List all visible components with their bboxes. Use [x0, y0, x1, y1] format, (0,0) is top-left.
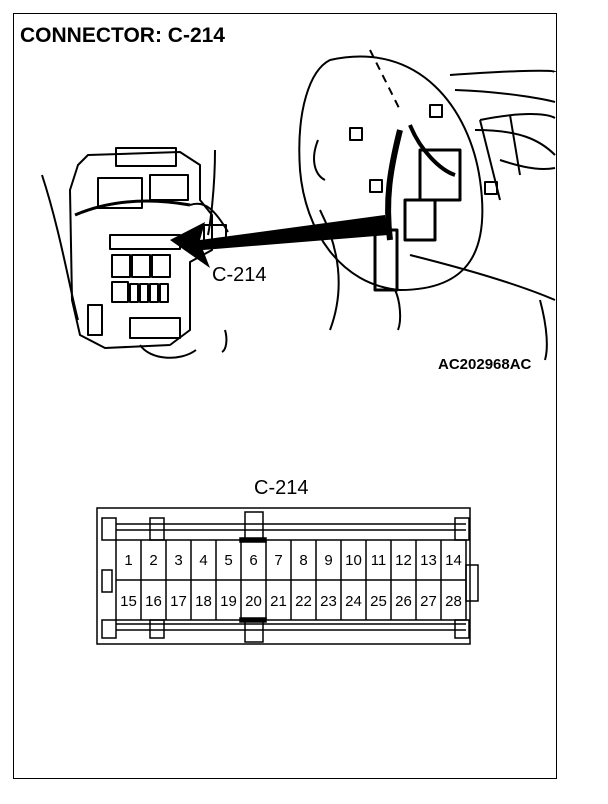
connector-pin: 20 — [245, 593, 262, 610]
connector-pin: 23 — [320, 593, 337, 610]
connector-pin: 28 — [445, 593, 462, 610]
connector-pin: 22 — [295, 593, 312, 610]
connector-pin: 19 — [220, 593, 237, 610]
connector-pin: 27 — [420, 593, 437, 610]
connector-pin: 13 — [420, 552, 437, 569]
connector-face — [96, 507, 479, 645]
connector-pin: 10 — [345, 552, 362, 569]
connector-pin: 21 — [270, 593, 287, 610]
page-title: CONNECTOR: C-214 — [20, 24, 225, 47]
connector-pin: 12 — [395, 552, 412, 569]
connector-pin: 6 — [249, 552, 258, 569]
connector-pin: 5 — [224, 552, 233, 569]
junction-box-drawing — [41, 147, 229, 359]
connector-pin: 7 — [274, 552, 283, 569]
callout-label: C-214 — [212, 264, 267, 286]
connector-pin: 9 — [324, 552, 333, 569]
connector-pin: 17 — [170, 593, 187, 610]
connector-pointer-arrow — [170, 215, 388, 268]
connector-pin: 11 — [370, 552, 387, 569]
reference-code: AC202968AC — [438, 356, 532, 373]
connector-pin: 24 — [345, 593, 362, 610]
connector-pin: 15 — [120, 593, 137, 610]
connector-pin: 14 — [445, 552, 462, 569]
connector-pin: 4 — [199, 552, 208, 569]
connector-pin: 8 — [299, 552, 308, 569]
connector-pin: 26 — [395, 593, 412, 610]
dashboard-drawing — [298, 49, 556, 361]
connector-pin: 1 — [124, 552, 133, 569]
connector-pin: 2 — [149, 552, 158, 569]
diagram-frame — [13, 13, 557, 779]
connector-pin: 25 — [370, 593, 387, 610]
connector-pin: 3 — [174, 552, 183, 569]
connector-pin: 16 — [145, 593, 162, 610]
connector-pin: 18 — [195, 593, 212, 610]
connector-label: C-214 — [254, 477, 309, 499]
